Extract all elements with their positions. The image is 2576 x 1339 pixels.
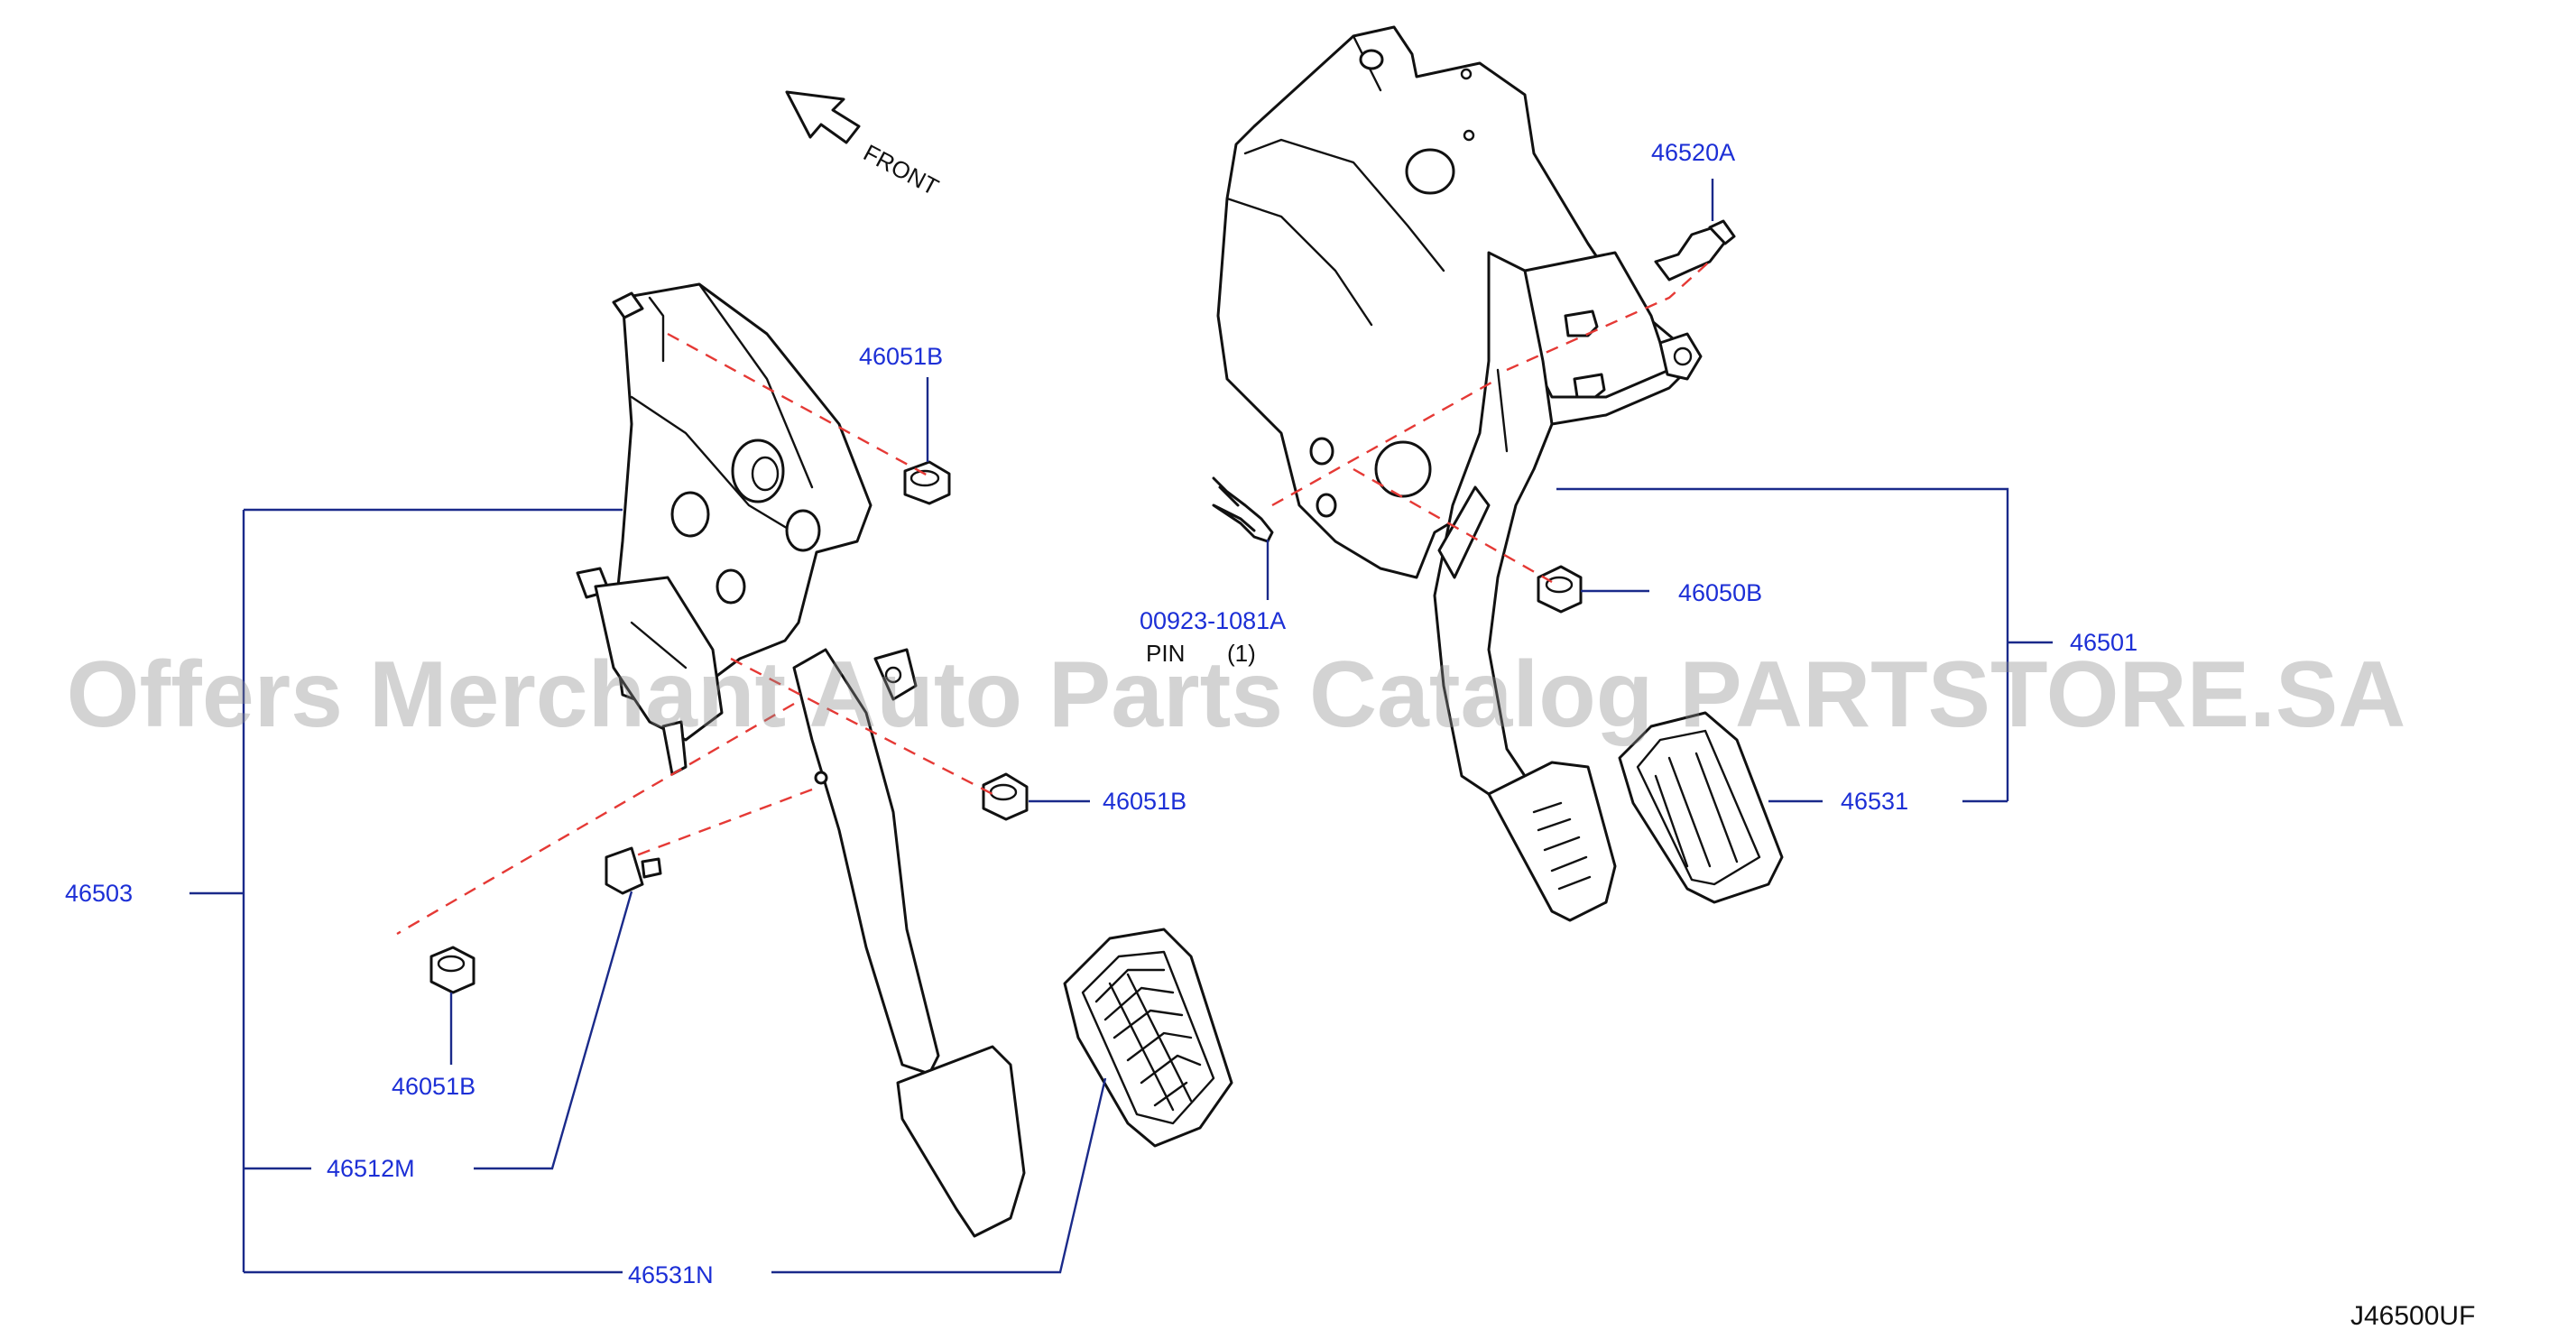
front-arrow-icon — [785, 90, 861, 144]
callout-leaders — [189, 179, 2053, 1274]
callout-46050b: 46050B — [1678, 579, 1762, 606]
clutch-pedal-assembly-drawing — [576, 282, 1026, 1238]
callout-46051b-upper: 46051B — [859, 343, 943, 370]
pin-quantity-label: (1) — [1227, 640, 1256, 667]
callout-46520a: 46520A — [1651, 139, 1735, 166]
callout-46051b-mid: 46051B — [1103, 788, 1186, 815]
callout-46501: 46501 — [2070, 629, 2137, 656]
nut-upper-icon — [903, 460, 951, 505]
nut-mid-icon — [982, 772, 1029, 821]
nut-right-icon — [1537, 565, 1583, 614]
callout-46503: 46503 — [65, 880, 133, 907]
callout-46051b-lower: 46051B — [392, 1073, 475, 1100]
brake-pedal-assembly-drawing — [1216, 25, 1703, 922]
callout-46531n: 46531N — [628, 1261, 714, 1288]
watermark-text: Offers Merchant Auto Parts Catalog PARTS… — [67, 642, 2406, 747]
brake-pedal-pad-icon — [1618, 711, 1784, 904]
front-label: FRONT — [859, 139, 943, 201]
callout-46512m: 46512M — [327, 1155, 415, 1182]
bolt-icon — [1654, 219, 1736, 282]
diagram-code: J46500UF — [2350, 1301, 2475, 1331]
callout-46531: 46531 — [1841, 788, 1908, 815]
pin-clip-icon — [1212, 476, 1274, 543]
clutch-pedal-pad-icon — [1063, 928, 1233, 1148]
pin-name-label: PIN — [1146, 640, 1185, 667]
callout-00923-1081a: 00923-1081A — [1140, 607, 1286, 634]
stopper-clip-icon — [605, 846, 662, 895]
nut-lower-icon — [429, 946, 475, 994]
